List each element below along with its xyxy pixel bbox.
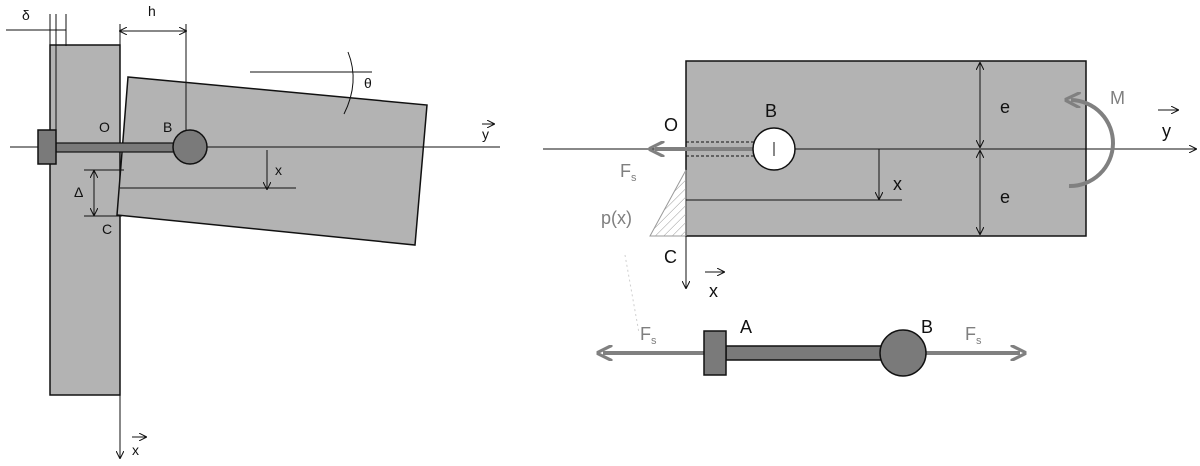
- label-e-top: e: [1000, 97, 1010, 117]
- label-p-of-x: p(x): [601, 208, 632, 228]
- label-x-axis-left: x: [132, 442, 139, 458]
- label-A: A: [740, 317, 752, 337]
- label-O-left: O: [99, 119, 110, 135]
- label-O-right: O: [664, 115, 678, 135]
- left-figure: δ h θ y O B x Δ C x: [6, 3, 500, 458]
- label-x-inner-right: x: [893, 174, 902, 194]
- label-y-axis-right: y: [1162, 121, 1171, 141]
- wall-plate: [49, 44, 121, 396]
- label-B-bolt: B: [921, 317, 933, 337]
- label-x-axis-right: x: [709, 281, 718, 301]
- label-B-left: B: [163, 119, 172, 135]
- label-theta: θ: [364, 75, 372, 91]
- bolt-shank-left: [55, 142, 187, 153]
- bolt-shank: [725, 345, 899, 361]
- label-C-left: C: [102, 221, 112, 237]
- bolt-end-B-left: [172, 129, 208, 165]
- label-M: M: [1110, 88, 1125, 108]
- moment-arrow-M: [1069, 100, 1115, 189]
- bolt-head-left: [37, 129, 57, 165]
- label-B-right: B: [765, 101, 777, 121]
- bolt-head-A: [703, 330, 727, 376]
- label-x-inner-left: x: [275, 162, 282, 178]
- tilted-beam: [116, 76, 428, 246]
- label-Fs-right: Fs: [965, 324, 982, 347]
- label-Fs-left: Fs: [640, 324, 657, 347]
- label-y-axis-left: y: [482, 126, 489, 142]
- label-delta: δ: [22, 7, 30, 23]
- label-h: h: [148, 3, 156, 19]
- label-Delta: Δ: [74, 184, 83, 200]
- label-Fs-main: Fs: [620, 161, 637, 184]
- right-figure: p(x) y Fs B O x e e M C x: [543, 60, 1196, 334]
- bolt-free-body: A B Fs Fs: [603, 317, 1020, 377]
- bolt-end-B: [879, 329, 927, 377]
- pressure-distribution: [649, 169, 687, 237]
- label-C-right: C: [664, 247, 677, 267]
- label-e-bottom: e: [1000, 187, 1010, 207]
